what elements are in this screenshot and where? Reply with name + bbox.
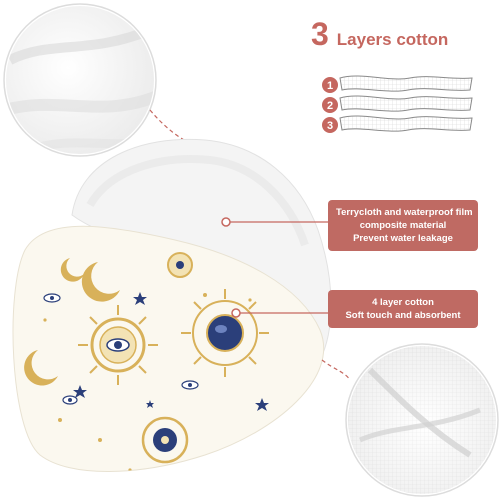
layer-badges: 1 2 3: [322, 77, 338, 133]
moon-motif-icon: [24, 258, 120, 386]
callout-terrycloth: Terrycloth and waterproof film composite…: [328, 200, 478, 251]
callout-cotton-line-2: Soft touch and absorbent: [345, 310, 461, 321]
callout-cotton-line-1: 4 layer cotton: [372, 297, 434, 308]
sun-motif-icon: [78, 305, 158, 385]
sun-globe-motif-icon: [181, 289, 269, 377]
star-icon: [73, 292, 269, 411]
callout-terrycloth-line-3: Prevent water leakage: [353, 233, 453, 244]
sun-motif-icon: [167, 252, 193, 278]
connector-dot-2: [221, 217, 231, 227]
terrycloth-zoom-circle: [3, 3, 157, 157]
gauze-zoom-circle: [345, 343, 499, 497]
layer-badge-1: 1: [322, 77, 338, 93]
eye-motif-icon: [43, 293, 199, 405]
layer-badge-2: 2: [322, 97, 338, 113]
callout-terrycloth-line-2: composite material: [359, 220, 447, 231]
connector-dot-3: [231, 308, 241, 318]
headline: 3 Layers cotton: [311, 18, 448, 50]
headline-number: 3: [311, 16, 329, 52]
connector-line-4: [321, 359, 351, 381]
callout-terrycloth-line-1: Terrycloth and waterproof film: [336, 207, 473, 218]
layer-badge-3: 3: [322, 117, 338, 133]
sun-motif-icon: [141, 416, 189, 464]
headline-title: Layers cotton: [336, 30, 449, 49]
callout-cotton: 4 layer cotton Soft touch and absorbent: [328, 290, 478, 328]
layer-badge-3-label: 3: [327, 120, 333, 132]
layer-diagram: [339, 75, 473, 132]
bib-front-print: [12, 225, 325, 472]
layer-badge-1-label: 1: [327, 80, 333, 92]
layer-badge-2-label: 2: [327, 100, 333, 112]
